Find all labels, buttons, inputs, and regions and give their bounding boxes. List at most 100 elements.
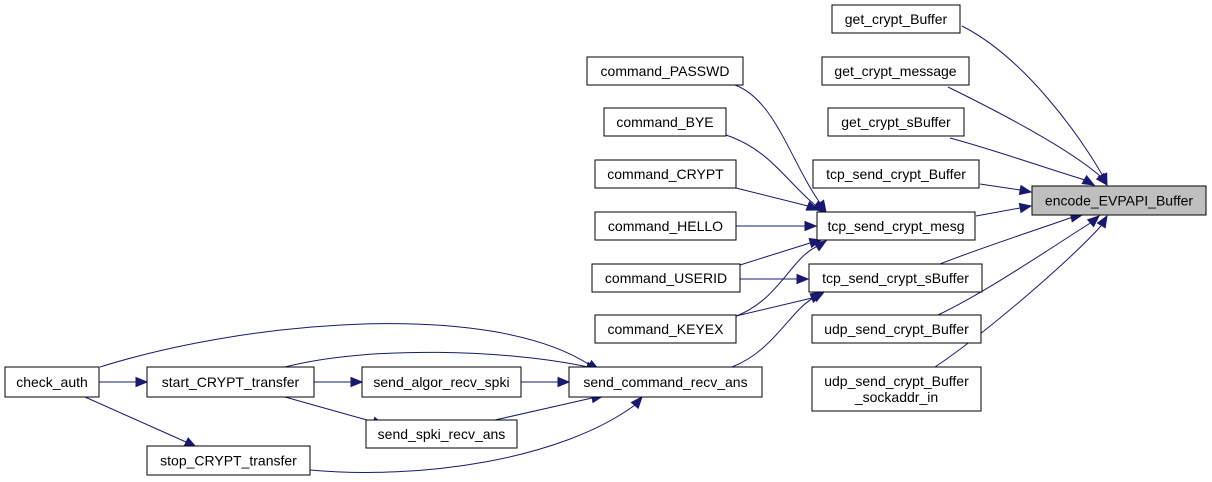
edge-line	[284, 396, 375, 423]
node-tcp-send-crypt-sbuffer[interactable]: tcp_send_crypt_sBuffer	[808, 263, 983, 293]
edge-command_KEYEX-to-tcp_send_crypt_sBuffer	[735, 293, 824, 317]
node-label: stop_CRYPT_transfer	[160, 453, 297, 469]
arrowhead-icon	[1096, 214, 1108, 229]
node-label: tcp_send_crypt_mesg	[828, 218, 965, 234]
edge-command_USERID-to-tcp_send_crypt_sBuffer	[740, 273, 810, 285]
node-box[interactable]	[831, 4, 961, 34]
node-box[interactable]	[591, 263, 741, 293]
node-box[interactable]	[568, 366, 763, 398]
node-check-auth[interactable]: check_auth	[4, 366, 100, 398]
node-send-algor-recv-spki[interactable]: send_algor_recv_spki	[361, 366, 522, 398]
edge-stop_CRYPT_transfer-to-send_command_recv_ans	[309, 396, 643, 473]
node-box[interactable]	[811, 366, 982, 412]
arrowhead-icon	[135, 376, 149, 388]
node-label: tcp_send_crypt_sBuffer	[822, 270, 969, 286]
node-box[interactable]	[146, 366, 315, 398]
arrowhead-icon	[811, 291, 826, 303]
node-command-passwd[interactable]: command_PASSWD	[586, 56, 744, 86]
node-get-crypt-message[interactable]: get_crypt_message	[821, 56, 970, 86]
edge-line	[725, 134, 816, 206]
node-label: start_CRYPT_transfer	[162, 374, 300, 390]
edge-send_algor_recv_spki-to-send_command_recv_ans	[521, 376, 571, 388]
node-label: send_algor_recv_spki	[373, 374, 509, 390]
node-command-keyex[interactable]: command_KEYEX	[594, 314, 737, 344]
edge-check_auth-to-stop_CRYPT_transfer	[84, 396, 198, 448]
node-box[interactable]	[146, 445, 311, 476]
node-command-bye[interactable]: command_BYE	[603, 107, 727, 137]
node-start-crypt-transfer[interactable]: start_CRYPT_transfer	[146, 366, 315, 398]
arrowhead-icon	[350, 376, 364, 388]
node-box[interactable]	[594, 314, 737, 344]
node-udp-send-crypt-buffer-sockaddr-in[interactable]: udp_send_crypt_Buffer_sockaddr_in	[811, 366, 982, 412]
edge-line	[937, 221, 1093, 316]
edge-line	[494, 397, 593, 421]
node-send-command-recv-ans[interactable]: send_command_recv_ans	[568, 366, 763, 398]
node-box[interactable]	[821, 56, 970, 86]
node-box[interactable]	[812, 159, 980, 189]
edge-line	[84, 396, 187, 443]
node-box[interactable]	[594, 159, 737, 189]
arrowhead-icon	[805, 200, 820, 211]
node-box[interactable]	[361, 366, 522, 398]
edge-command_PASSWD-to-tcp_send_crypt_mesg	[734, 84, 827, 214]
edge-get_crypt_message-to-encode	[947, 86, 1108, 187]
edge-line	[733, 245, 819, 318]
node-stop-crypt-transfer[interactable]: stop_CRYPT_transfer	[146, 445, 311, 476]
node-udp-send-crypt-buffer[interactable]: udp_send_crypt_Buffer	[811, 314, 982, 344]
edge-check_auth-to-send_command_recv_ans	[99, 323, 601, 371]
edge-line	[961, 25, 1104, 177]
node-label: get_crypt_message	[834, 63, 956, 79]
node-box[interactable]	[365, 419, 518, 449]
edge-line	[739, 242, 811, 266]
edge-get_crypt_sBuffer-to-encode	[949, 137, 1096, 186]
arrowhead-icon	[804, 220, 818, 232]
edge-line	[284, 351, 589, 368]
node-label: udp_send_crypt_Buffer	[824, 321, 969, 337]
arrowhead-icon	[1018, 184, 1033, 196]
node-label: check_auth	[16, 374, 88, 390]
node-label: command_HELLO	[608, 218, 723, 234]
edge-line	[934, 225, 1102, 368]
node-label: get_crypt_sBuffer	[841, 114, 951, 130]
arrowhead-icon	[1018, 202, 1033, 214]
arrowhead-icon	[1081, 174, 1096, 186]
edge-command_CRYPT-to-tcp_send_crypt_mesg	[735, 187, 820, 211]
arrowhead-icon	[557, 376, 571, 388]
node-send-spki-recv-ans[interactable]: send_spki_recv_ans	[365, 419, 518, 449]
edge-command_BYE-to-tcp_send_crypt_mesg	[725, 134, 826, 213]
edge-line	[735, 187, 809, 207]
node-encode[interactable]: encode_EVPAPI_Buffer	[1031, 185, 1207, 216]
node-box[interactable]	[811, 314, 982, 344]
node-box[interactable]	[816, 211, 976, 241]
arrowhead-icon	[796, 273, 810, 285]
node-command-crypt[interactable]: command_CRYPT	[594, 159, 737, 189]
edge-line	[731, 296, 816, 368]
node-tcp-send-crypt-buffer[interactable]: tcp_send_crypt_Buffer	[812, 159, 980, 189]
edge-send_command_recv_ans-to-tcp_send_crypt_sBuffer	[731, 291, 826, 368]
edge-check_auth-to-start_CRYPT_transfer	[99, 376, 149, 388]
node-get-crypt-sbuffer[interactable]: get_crypt_sBuffer	[827, 107, 965, 137]
arrowhead-icon	[1086, 215, 1101, 228]
edge-start_CRYPT_transfer-to-send_algor_recv_spki	[314, 376, 364, 388]
edge-send_spki_recv_ans-to-send_command_recv_ans	[494, 392, 605, 421]
edge-line	[979, 183, 1021, 191]
node-label: command_BYE	[616, 114, 713, 130]
node-label: command_USERID	[605, 270, 727, 286]
node-command-userid[interactable]: command_USERID	[591, 263, 741, 293]
node-box[interactable]	[808, 263, 983, 293]
node-label: command_CRYPT	[607, 166, 724, 182]
node-command-hello[interactable]: command_HELLO	[594, 211, 737, 241]
node-box[interactable]	[594, 211, 737, 241]
node-label: command_PASSWD	[601, 63, 730, 79]
node-box[interactable]	[1031, 185, 1207, 216]
node-label: get_crypt_Buffer	[845, 11, 948, 27]
node-get-crypt-buffer[interactable]: get_crypt_Buffer	[831, 4, 961, 34]
node-box[interactable]	[4, 366, 100, 398]
node-box[interactable]	[603, 107, 727, 137]
node-tcp-send-crypt-mesg[interactable]: tcp_send_crypt_mesg	[816, 211, 976, 241]
node-box[interactable]	[827, 107, 965, 137]
node-label: send_spki_recv_ans	[378, 426, 506, 442]
node-box[interactable]	[586, 56, 744, 86]
arrowhead-icon	[630, 396, 643, 410]
